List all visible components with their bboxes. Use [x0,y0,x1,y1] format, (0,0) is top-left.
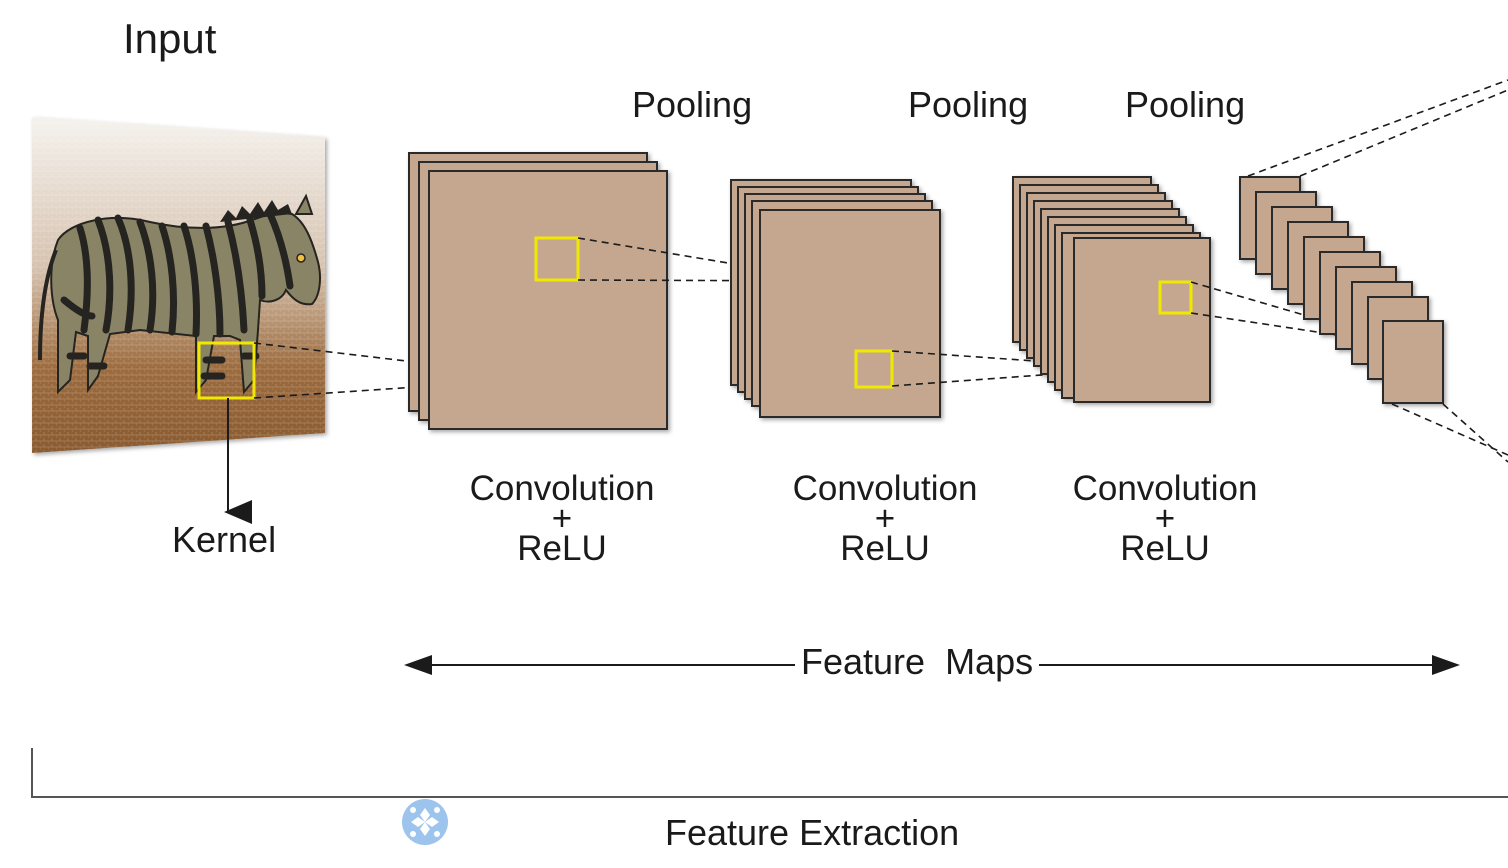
stage-2-top: Convolution [792,469,978,508]
stage-1-mid: + [551,499,573,538]
connector-input-conv1 [253,342,551,399]
kernel-label: Kernel [172,519,277,560]
pooling-label-2: Pooling [908,84,1029,125]
stage-3-bottom: ReLU [1120,529,1210,568]
stage-3-mid: + [1154,499,1176,538]
input-label: Input [123,15,217,62]
stage-label-1: Convolution + ReLU [432,469,692,568]
stack-2-kernel-box [854,349,894,389]
feature-map-stack-3 [1012,176,1211,403]
input-image [32,117,325,453]
stack-3-kernel-box [1158,280,1193,315]
feature-maps-label: Feature Maps [795,644,1040,680]
connector-to-output [1247,79,1508,463]
connector-conv2-conv3 [891,350,1137,387]
feature-map-stack-4 [1239,176,1444,404]
input-kernel-box [197,341,256,400]
watermark-icon [402,799,448,845]
pooling-label-3: Pooling [1125,84,1246,125]
feature-extraction-bracket [31,748,1508,798]
stage-label-2: Convolution + ReLU [755,469,1015,568]
feature-map-stack-2 [730,179,941,418]
feature-extraction-label: Feature Extraction [665,812,960,853]
pooling-label-1: Pooling [632,84,753,125]
stage-1-top: Convolution [469,469,655,508]
stage-label-3: Convolution + ReLU [1035,469,1295,568]
stack-1-kernel-box [534,236,580,282]
stage-2-bottom: ReLU [840,529,930,568]
stage-1-bottom: ReLU [517,529,607,568]
feature-map-stack-1 [408,152,668,430]
stage-3-top: Convolution [1072,469,1258,508]
stage-2-mid: + [874,499,896,538]
